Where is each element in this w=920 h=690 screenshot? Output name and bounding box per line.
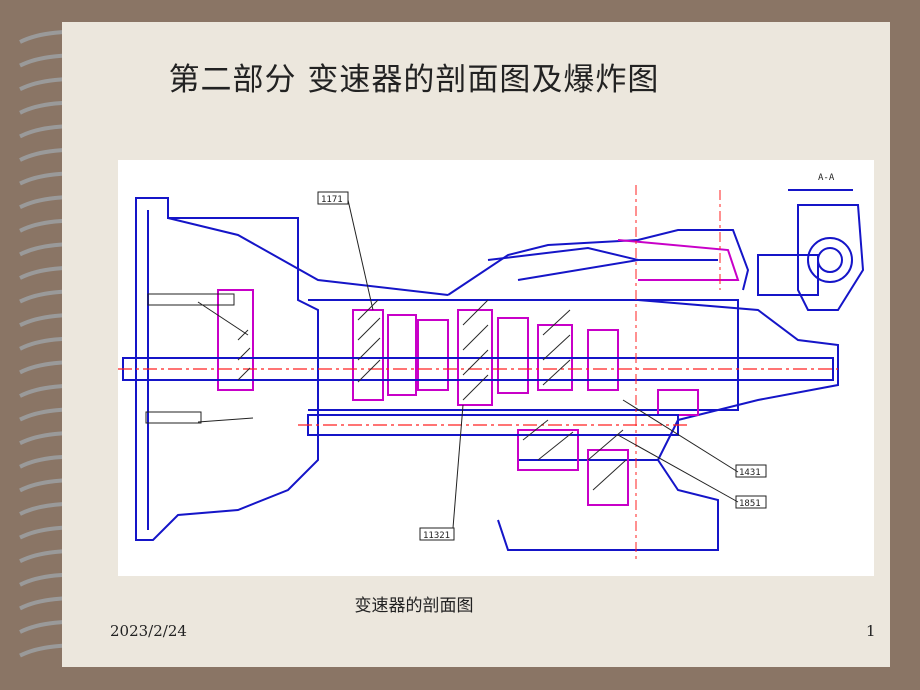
gearbox-cross-section-image: 1171 1431 1851 11321 A-A bbox=[118, 173, 865, 560]
gearbox-section-drawing: 1171 1431 1851 11321 A-A bbox=[118, 160, 874, 576]
part-label: 1171 bbox=[321, 195, 343, 205]
slide-date: 2023/2/24 bbox=[110, 622, 187, 640]
slide-title: 第二部分 变速器的剖面图及爆炸图 bbox=[168, 62, 660, 98]
part-label: 1431 bbox=[739, 468, 761, 478]
section-label: A-A bbox=[818, 173, 835, 183]
part-label: 11321 bbox=[423, 531, 450, 541]
part-label: 1851 bbox=[739, 499, 761, 509]
page-number: 1 bbox=[866, 622, 876, 640]
figure-caption: 变速器的剖面图 bbox=[354, 596, 474, 616]
